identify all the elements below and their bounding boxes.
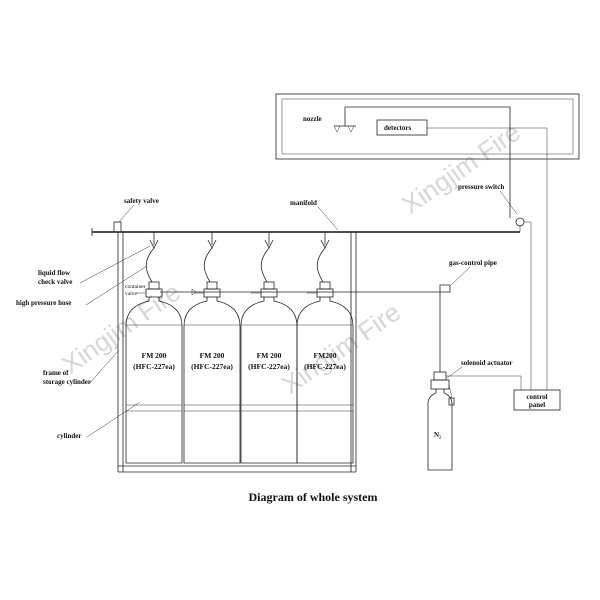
- control-panel-label-1: control: [526, 393, 547, 401]
- control-panel-box: [513, 389, 561, 411]
- cylinder-1: FM 200 (HFC-227ea): [125, 232, 183, 464]
- detectors-box: [376, 119, 428, 136]
- cylinder-3-agent: FM 200: [257, 351, 282, 360]
- liquid-flow-check-valve-label-1: liquid flow: [38, 269, 71, 277]
- protected-room-outer: [275, 93, 580, 160]
- pressure-switch-label: pressure switch: [458, 183, 504, 191]
- cylinder-label: cylinder: [57, 432, 82, 440]
- cylinder-3-formula: (HFC-227ea): [248, 362, 290, 371]
- solenoid-actuator-label: solenoid actuator: [461, 359, 513, 367]
- cylinder-4-agent: FM200: [314, 351, 337, 360]
- cylinder-3: FM 200 (HFC-227ea): [240, 232, 298, 464]
- cylinder-4-formula: (HFC-227ea): [304, 362, 346, 371]
- cylinder-2-agent: FM 200: [200, 351, 225, 360]
- n2-label: N₂: [434, 431, 441, 439]
- nozzle-label: nozzle: [303, 115, 322, 123]
- gas-control-pipe-label: gas-control pipe: [449, 259, 497, 267]
- control-panel-label-2: panel: [529, 401, 545, 409]
- pressure-switch-wire: [524, 221, 532, 390]
- cylinder-4: FM200 (HFC-227ea): [296, 232, 354, 464]
- protected-room-inner: [281, 98, 574, 155]
- cylinder-1-formula: (HFC-227ea): [133, 362, 175, 371]
- frame-label-2: storage cylinder: [43, 378, 91, 386]
- watermark-top-right: Xingjim Fire: [396, 117, 526, 220]
- safety-valve-icon: [113, 221, 122, 233]
- liquid-flow-check-valve-label-2: check valve: [38, 278, 72, 286]
- safety-valve-label: safety valve: [124, 197, 159, 205]
- container-valve-label-2: valve: [125, 291, 137, 297]
- cylinder-2: FM 200 (HFC-227ea): [183, 232, 241, 464]
- gas-control-pipe: [160, 284, 451, 372]
- cylinder-1-agent: FM 200: [142, 351, 167, 360]
- detectors-label: detectors: [384, 124, 411, 132]
- watermark-center: Xingjim Fire: [276, 297, 406, 400]
- high-pressure-hose-label: high pressure hose: [16, 299, 71, 307]
- manifold-label: manifold: [290, 199, 317, 207]
- pressure-switch-icon: [515, 217, 525, 227]
- frame-label-1: frame of: [43, 369, 69, 377]
- cylinder-2-formula: (HFC-227ea): [191, 362, 233, 371]
- n2-cylinder: N₂: [427, 371, 455, 471]
- detector-wire: [427, 127, 548, 390]
- nozzle-pipe: [345, 106, 511, 218]
- container-valve-label-1: container: [125, 284, 146, 290]
- diagram-title: Diagram of whole system: [249, 490, 378, 504]
- storage-frame: [117, 232, 357, 473]
- nozzle-icon: [333, 107, 356, 133]
